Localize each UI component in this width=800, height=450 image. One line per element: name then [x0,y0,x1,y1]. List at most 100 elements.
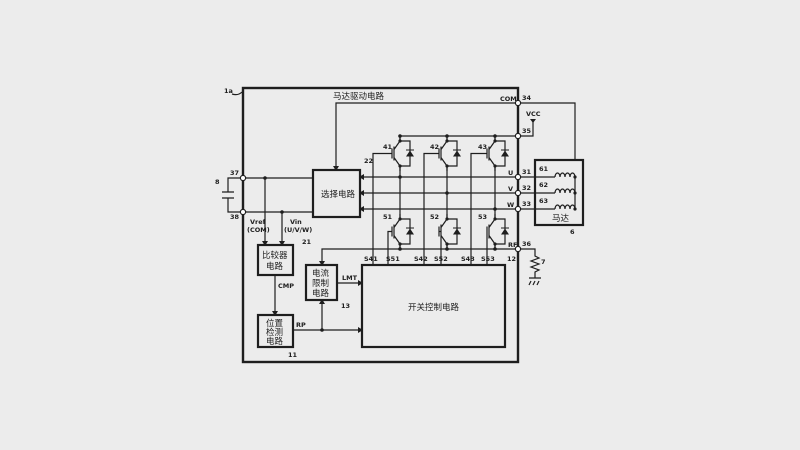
current-limit-box [304,263,339,302]
label-s41: S41 [364,255,378,263]
junction-dot [445,247,449,251]
motor-wiring [535,176,576,210]
position-detect-box [256,313,295,349]
arrow-icon [359,190,364,196]
input-wires [227,177,313,213]
label-com: COM [500,95,517,103]
label-s51: S51 [386,255,400,263]
position-detect-label-3: 电路 [266,336,284,347]
junction-dot [398,247,402,251]
arrow-icon [319,280,363,333]
switch-control-label: 开关控制电路 [408,302,460,313]
junction-dot [398,175,402,179]
transistor-52-ref: 52 [430,213,439,221]
lower-transistor-icon [387,214,414,265]
label-vin: Vin [290,218,302,226]
terminal-36-label: 36 [522,240,532,248]
position-detect-label-1: 位置 [266,318,284,329]
coil-icon [554,172,576,178]
terminal-icon [514,245,522,253]
terminal-icon [239,208,247,216]
terminal-37-label: 37 [230,169,239,177]
terminal-32-label: 32 [522,184,531,192]
capacitor-icon [222,191,234,199]
motor-drive-circuit-boundary [241,86,520,364]
com-wire [335,102,576,170]
junction-dot [263,176,267,180]
terminal-31-label: 31 [522,168,532,176]
transistor-42-ref: 42 [430,143,439,151]
junction-dot [445,191,449,195]
junction-dot [398,134,402,138]
terminal-icon [239,174,247,182]
terminal-35-label: 35 [522,127,532,135]
coil-63-label: 63 [539,197,548,205]
label-vref: Vref [250,218,266,226]
position-detect-ref: 11 [288,351,298,359]
comparator-input-wires [264,178,283,245]
current-limit-ref: 13 [341,302,350,310]
diagram-title: 马达驱动电路 [333,91,385,102]
motor-ref: 6 [570,228,575,236]
label-vref-com: (COM) [247,226,270,234]
label-cmp: CMP [278,282,294,290]
terminal-icon [514,173,522,181]
arrow-icon [359,174,364,180]
comparator-ref: 21 [302,238,312,246]
transistor-43-ref: 43 [478,143,487,151]
label-v: V [508,185,513,193]
label-lmt: LMT [342,274,358,282]
junction-dot [573,191,577,195]
arrow-icon [359,206,364,212]
transistor-51-ref: 51 [383,213,393,221]
transistor-41-ref: 41 [383,143,393,151]
terminal-icon [514,205,522,213]
upper-transistor-icon [372,136,414,265]
label-s42: S42 [414,255,428,263]
rp-lmt-wires [293,282,362,331]
label-s43: S43 [461,255,475,263]
position-detect-label-2: 检测 [266,327,283,338]
terminal-icon [514,99,522,107]
motor-label: 马达 [552,213,570,224]
label-u: U [508,169,513,177]
junction-dot [493,207,497,211]
label-w: W [507,201,514,209]
label-rf: RF [508,241,517,249]
current-limit-label-2: 限制 [312,278,329,289]
junction-dot [573,207,577,211]
label-s53: S53 [481,255,495,263]
rf-to-current-limit [321,248,400,265]
lower-transistor-icon [435,214,461,265]
upper-transistor-icon [423,136,461,265]
junction-dot [493,247,497,251]
current-limit-label-3: 电路 [312,288,330,299]
junction-dot [493,134,497,138]
junction-dot [445,134,449,138]
ground-icon [528,280,540,286]
capacitor-ref: 8 [215,178,220,186]
vcc-icon [530,119,536,123]
arrow-icon [333,166,339,171]
comparator-label-2: 电路 [266,261,284,272]
switch-control-ref: 12 [507,255,516,263]
vcc-rail [400,120,534,137]
upper-transistor-icon [470,136,509,265]
terminal-33-label: 33 [522,200,531,208]
coil-icon [554,204,576,210]
junction-dot [320,328,324,332]
terminal-icon [514,132,522,140]
current-limit-label-1: 电流 [312,268,330,279]
lower-transistor-icon [483,214,509,265]
resistor-ref: 7 [541,258,546,266]
transistor-53-ref: 53 [478,213,487,221]
junction-dot [280,210,284,214]
label-rp: RP [296,321,306,329]
terminal-icon [514,189,522,197]
junction-dot [573,175,577,179]
leader-line [231,91,243,96]
coil-icon [554,188,576,194]
select-circuit-ref: 22 [364,157,373,165]
comparator-label-1: 比较器 [262,250,288,261]
